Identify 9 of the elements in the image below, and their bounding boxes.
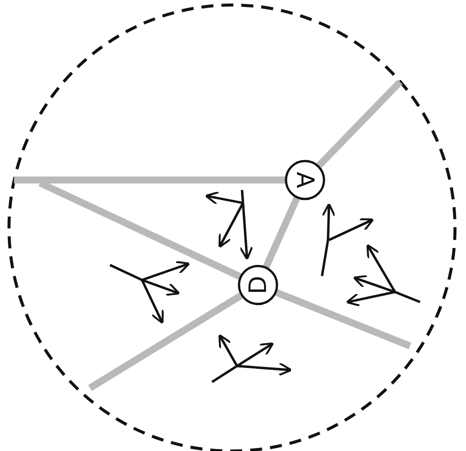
node-letter: A (293, 172, 317, 188)
labeled-circle (285, 160, 325, 200)
grain-boundary-line (262, 196, 300, 268)
labeled-circle (238, 265, 278, 305)
grain-boundary-line (275, 289, 412, 350)
node-letter: D (246, 276, 270, 294)
grain-boundary-line (14, 176, 285, 184)
grain-boundary-line (88, 292, 243, 391)
grain-boundary-line (316, 80, 402, 168)
